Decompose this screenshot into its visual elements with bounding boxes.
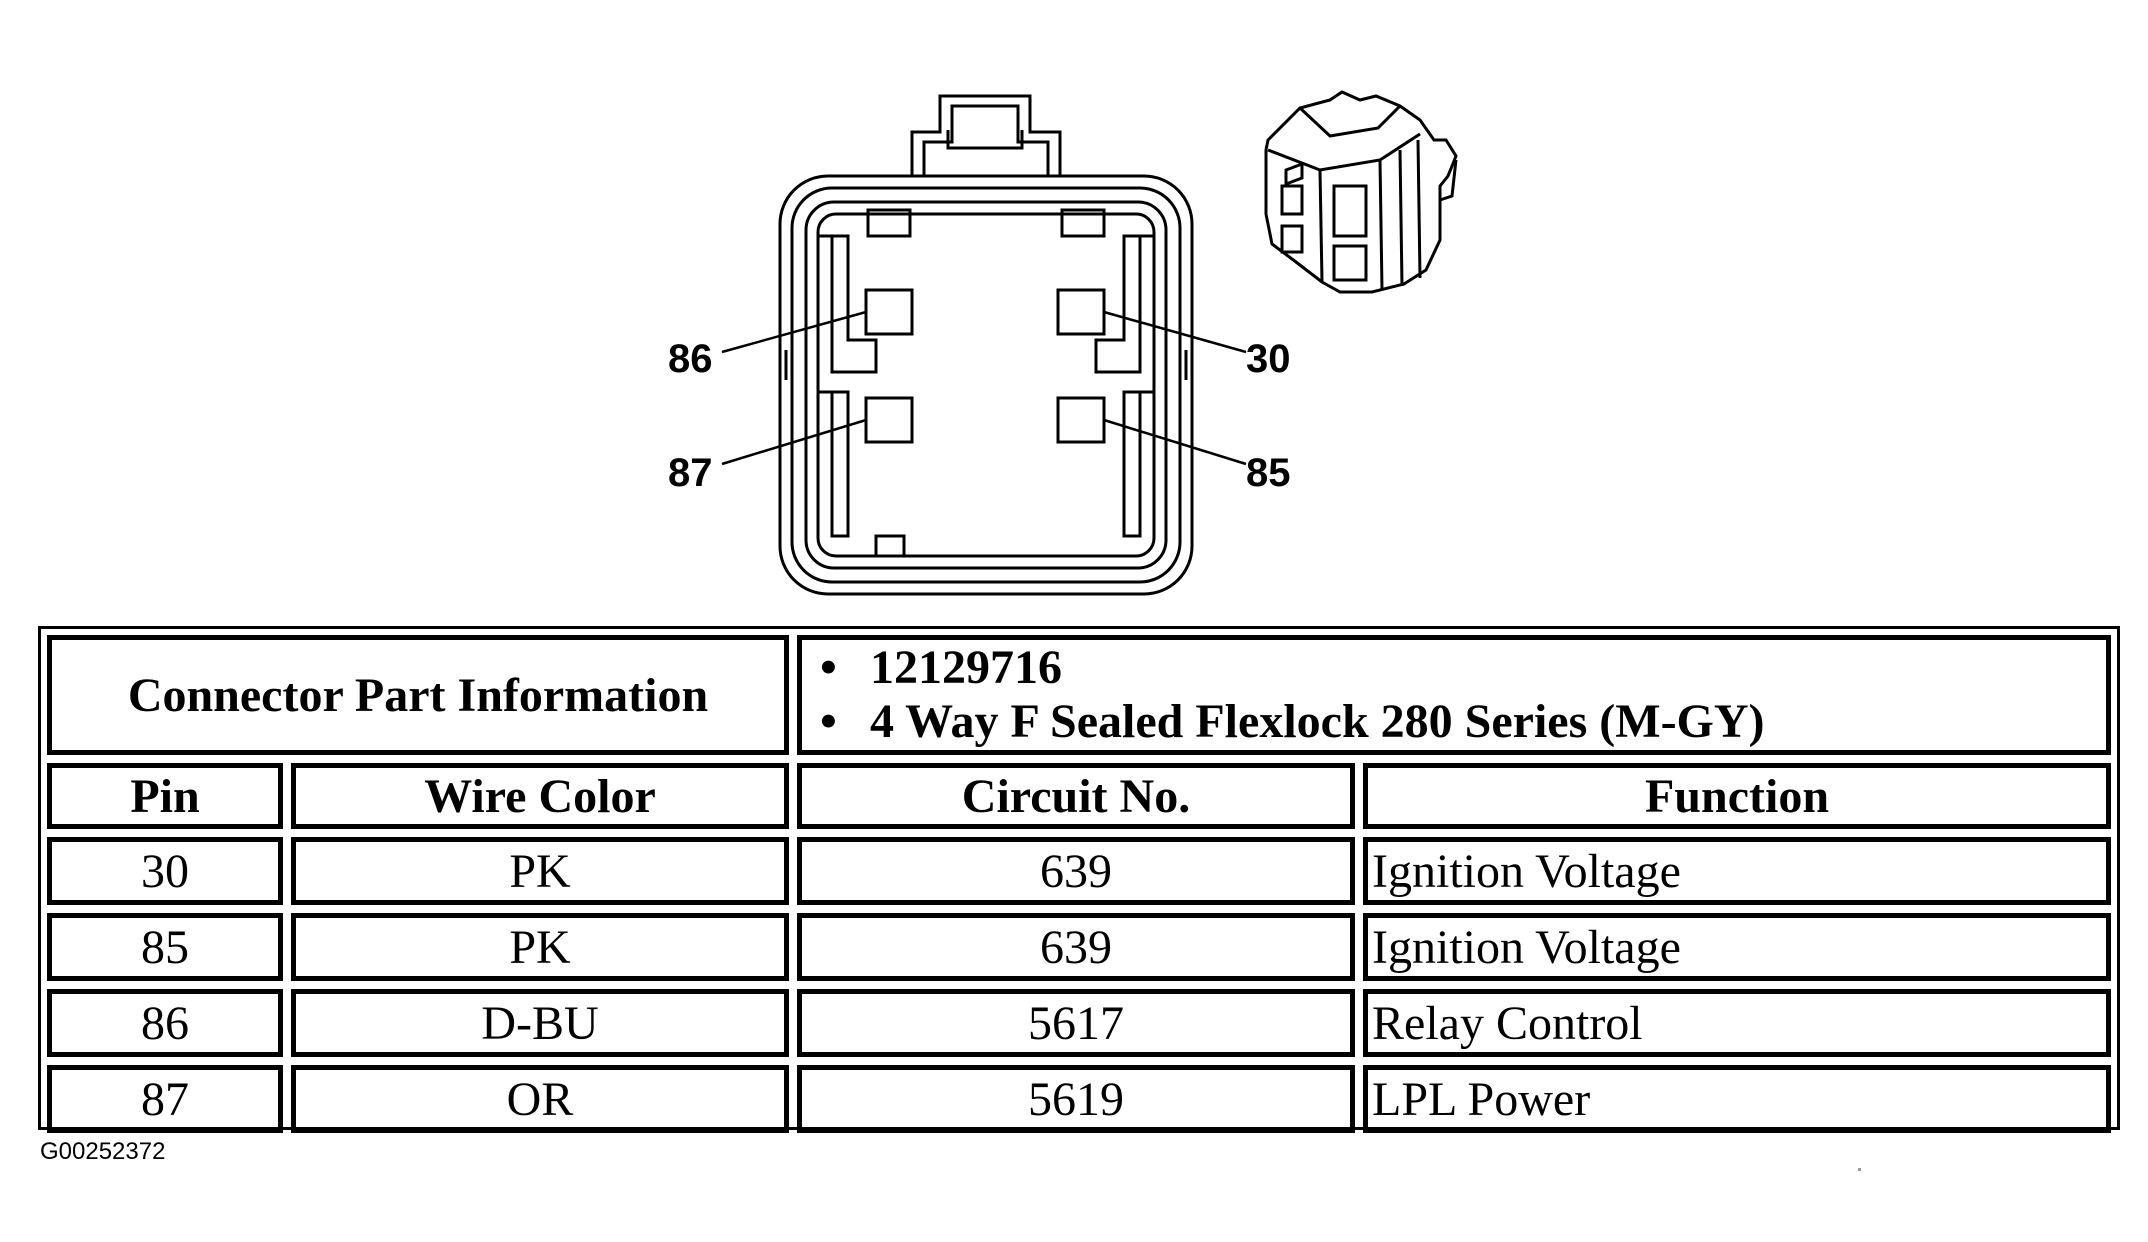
part-number: 12129716	[870, 641, 2102, 695]
connector-part-info-label: Connector Part Information	[47, 635, 789, 755]
header-function: Function	[1363, 763, 2111, 829]
table-row: 87 OR 5619 LPL Power	[47, 1065, 2111, 1133]
connector-part-info-text: Connector Part Information	[127, 668, 709, 722]
table-row: 85 PK 639 Ignition Voltage	[47, 913, 2111, 981]
cell-wire-color: PK	[291, 913, 789, 981]
terminal-86	[864, 288, 914, 336]
side-channel-right	[1094, 234, 1154, 374]
connector-table: Connector Part Information 12129716 4 Wa…	[38, 626, 2120, 1133]
leader-line-85	[1103, 418, 1247, 466]
header-wire-color: Wire Color	[291, 763, 789, 829]
cell-circuit: 639	[797, 837, 1355, 905]
keying-tab	[874, 534, 906, 558]
pin-label-86: 86	[668, 337, 713, 381]
cell-wire-color: OR	[291, 1065, 789, 1133]
cell-pin: 87	[47, 1065, 283, 1133]
pin-label-30: 30	[1246, 337, 1291, 381]
header-circuit-no: Circuit No.	[797, 763, 1355, 829]
cell-circuit: 5617	[797, 989, 1355, 1057]
side-channel-left	[818, 234, 878, 374]
connector-housing-inner	[804, 200, 1168, 570]
cell-wire-color: D-BU	[291, 989, 789, 1057]
pin-label-85: 85	[1246, 451, 1291, 495]
header-pin: Pin	[47, 763, 283, 829]
pin-label-87: 87	[668, 451, 713, 495]
cell-pin: 86	[47, 989, 283, 1057]
table-row: 86 D-BU 5617 Relay Control	[47, 989, 2111, 1057]
cell-circuit: 5619	[797, 1065, 1355, 1133]
connector-diagram: 86 87 30 85	[668, 90, 1458, 596]
leader-line-87	[721, 418, 867, 466]
cell-wire-color: PK	[291, 837, 789, 905]
connector-latch	[910, 94, 1062, 176]
keying-tab	[866, 208, 912, 238]
leader-line-30	[1103, 310, 1247, 354]
terminal-87	[864, 396, 914, 444]
terminal-30	[1056, 288, 1106, 336]
cell-pin: 85	[47, 913, 283, 981]
figure-id: G00252372	[40, 1138, 166, 1165]
table-header-row: Pin Wire Color Circuit No. Function	[47, 763, 2111, 829]
terminal-85	[1056, 396, 1106, 444]
connector-housing-outer	[778, 174, 1194, 596]
cell-function: LPL Power	[1363, 1065, 2111, 1133]
leader-line-86	[721, 310, 867, 354]
cell-pin: 30	[47, 837, 283, 905]
connector-description: 4 Way F Sealed Flexlock 280 Series (M-GY…	[870, 695, 2102, 749]
table-row: 30 PK 639 Ignition Voltage	[47, 837, 2111, 905]
connector-3d-illustration	[1264, 90, 1458, 294]
cell-function: Relay Control	[1363, 989, 2111, 1057]
cell-circuit: 639	[797, 913, 1355, 981]
connector-part-info-values: 12129716 4 Way F Sealed Flexlock 280 Ser…	[797, 635, 2111, 755]
cell-function: Ignition Voltage	[1363, 837, 2111, 905]
scan-dot	[1858, 1168, 1861, 1171]
cell-function: Ignition Voltage	[1363, 913, 2111, 981]
keying-tab	[1060, 208, 1106, 238]
connector-housing-ring	[790, 186, 1182, 584]
